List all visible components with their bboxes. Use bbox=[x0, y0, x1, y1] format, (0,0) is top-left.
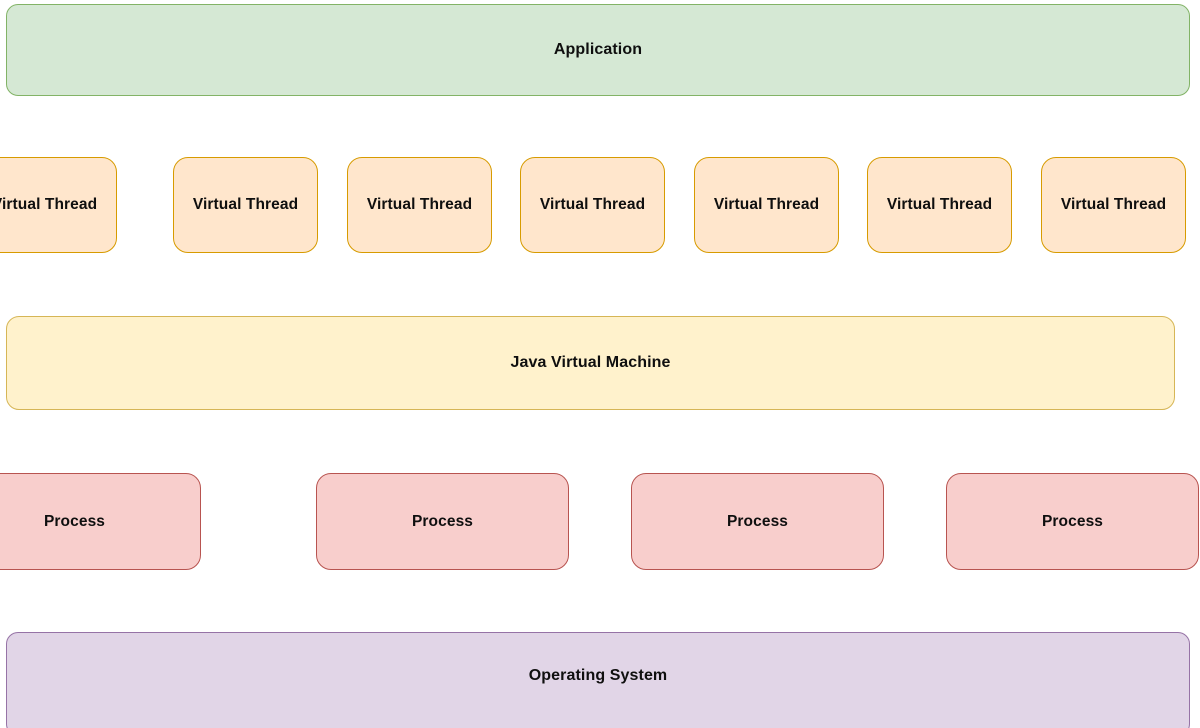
operating-system-layer-label: Operating System bbox=[528, 667, 668, 685]
virtual-thread-label-6: Virtual Thread bbox=[886, 196, 993, 214]
process-box-3[interactable]: Process bbox=[631, 473, 884, 570]
process-box-2[interactable]: Process bbox=[316, 473, 569, 570]
virtual-thread-label-7: Virtual Thread bbox=[1060, 196, 1167, 214]
virtual-thread-box-5[interactable]: Virtual Thread bbox=[694, 157, 839, 253]
application-layer-box[interactable]: Application bbox=[6, 4, 1190, 96]
process-label-1: Process bbox=[43, 512, 106, 530]
virtual-thread-box-3[interactable]: Virtual Thread bbox=[347, 157, 492, 253]
virtual-thread-box-4[interactable]: Virtual Thread bbox=[520, 157, 665, 253]
virtual-thread-box-6[interactable]: Virtual Thread bbox=[867, 157, 1012, 253]
process-label-4: Process bbox=[1041, 512, 1104, 530]
process-label-3: Process bbox=[726, 512, 789, 530]
process-box-1[interactable]: Process bbox=[0, 473, 201, 570]
virtual-thread-box-7[interactable]: Virtual Thread bbox=[1041, 157, 1186, 253]
jvm-layer-box[interactable]: Java Virtual Machine bbox=[6, 316, 1175, 410]
process-box-4[interactable]: Process bbox=[946, 473, 1199, 570]
virtual-thread-box-1[interactable]: Virtual Thread bbox=[0, 157, 117, 253]
virtual-thread-box-2[interactable]: Virtual Thread bbox=[173, 157, 318, 253]
virtual-thread-label-1: Virtual Thread bbox=[0, 196, 98, 214]
jvm-layer-label: Java Virtual Machine bbox=[510, 354, 671, 372]
virtual-thread-label-3: Virtual Thread bbox=[366, 196, 473, 214]
virtual-thread-label-4: Virtual Thread bbox=[539, 196, 646, 214]
virtual-thread-label-2: Virtual Thread bbox=[192, 196, 299, 214]
operating-system-layer-box[interactable]: Operating System bbox=[6, 632, 1190, 728]
process-label-2: Process bbox=[411, 512, 474, 530]
application-layer-label: Application bbox=[553, 41, 643, 59]
virtual-thread-label-5: Virtual Thread bbox=[713, 196, 820, 214]
